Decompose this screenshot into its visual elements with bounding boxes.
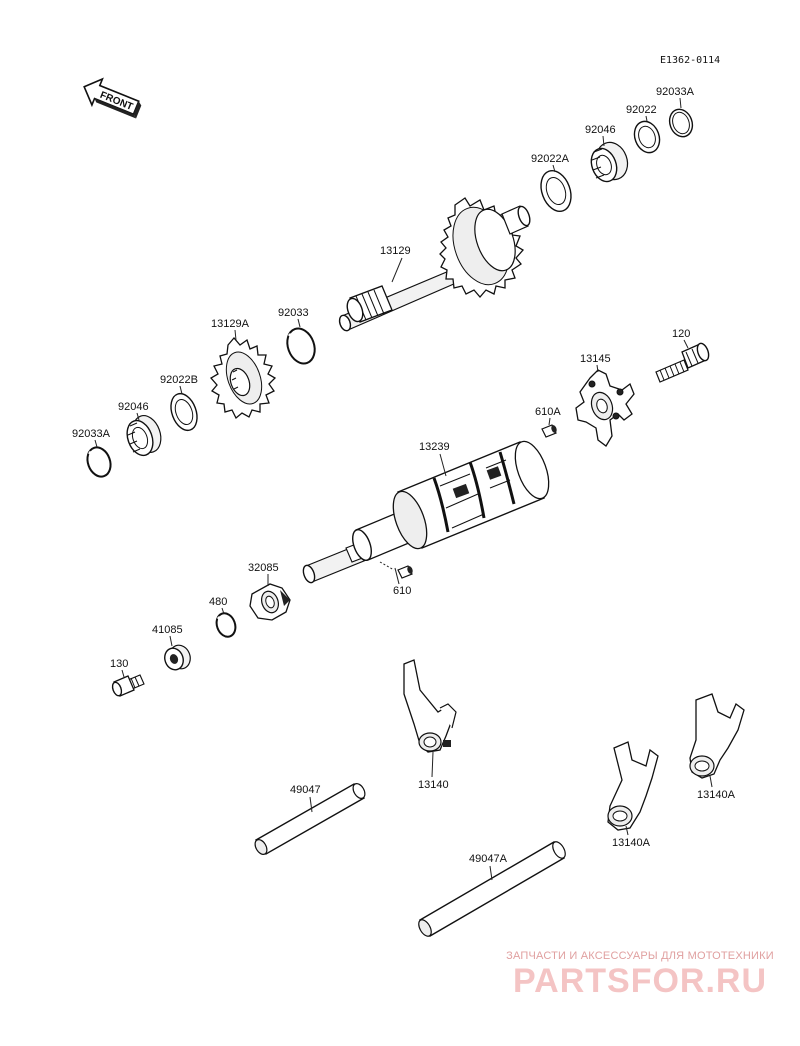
part-49047-rod [254, 783, 366, 855]
front-arrow-icon: FRONT [83, 77, 142, 119]
label-13145: 13145 [580, 353, 611, 365]
part-13129A-gear [209, 337, 277, 420]
part-13140A-right-shift-fork [689, 693, 745, 779]
label-13129: 13129 [380, 245, 411, 257]
label-120: 120 [672, 328, 690, 340]
part-92046-left-bearing [126, 415, 162, 457]
label-610: 610 [393, 585, 411, 597]
label-49047A: 49047A [469, 853, 508, 865]
part-120-bolt [655, 342, 710, 383]
label-610A: 610A [535, 406, 561, 418]
part-92022B-washer [170, 392, 198, 432]
part-92033-circlip [286, 327, 316, 365]
label-92033A-top: 92033A [656, 86, 695, 98]
label-13140A-right: 13140A [697, 789, 736, 801]
part-92046-top-bearing [590, 141, 629, 183]
part-32085-cam [249, 583, 291, 621]
part-49047A-rod [418, 841, 566, 937]
part-610-pin [397, 565, 413, 579]
part-92033A-left-circlip [86, 446, 112, 478]
label-13140: 13140 [418, 779, 449, 791]
label-92046-left: 92046 [118, 401, 149, 413]
label-92046-top: 92046 [585, 124, 616, 136]
label-13239: 13239 [419, 441, 450, 453]
label-92022B: 92022B [160, 374, 198, 386]
label-13129A: 13129A [211, 318, 250, 330]
watermark-brand: PARTSFOR.RU [512, 962, 768, 1000]
label-41085: 41085 [152, 624, 183, 636]
part-480-circlip [215, 612, 237, 638]
label-92022A: 92022A [531, 153, 570, 165]
part-13140A-mid-shift-fork [607, 741, 659, 831]
diagram-code: E1362-0114 [660, 55, 720, 66]
label-92033: 92033 [278, 307, 309, 319]
watermark-tagline: ЗАПЧАСТИ И АКСЕССУАРЫ ДЛЯ МОТОТЕХНИКИ [506, 950, 774, 962]
part-13239-shift-drum [302, 440, 550, 584]
label-92022-top: 92022 [626, 104, 657, 116]
part-41085-spacer [164, 644, 191, 671]
part-13140-shift-fork [403, 659, 457, 753]
part-13129-shaft [338, 197, 531, 332]
label-32085: 32085 [248, 562, 279, 574]
part-130-bolt [111, 674, 145, 697]
part-610A-pin [541, 424, 557, 438]
label-92033A-left: 92033A [72, 428, 111, 440]
part-92033A-top-circlip [668, 108, 694, 138]
label-130: 130 [110, 658, 128, 670]
label-49047: 49047 [290, 784, 321, 796]
part-92022A-washer [540, 169, 572, 213]
part-13145-drum-plate [575, 369, 635, 447]
label-13140A-mid: 13140A [612, 837, 651, 849]
part-92022-top-washer [633, 120, 661, 154]
label-480: 480 [209, 596, 227, 608]
